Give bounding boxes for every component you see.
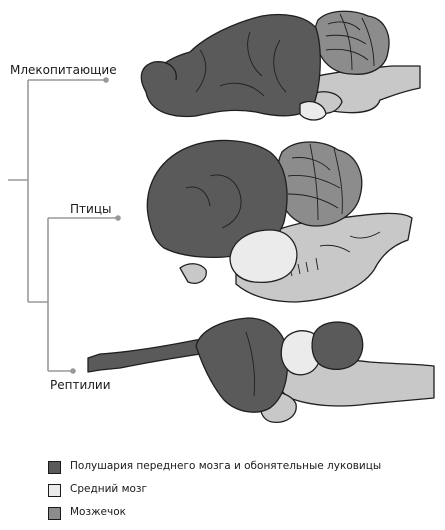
- cerebellum-swatch: [48, 507, 61, 520]
- birds-label: Птицы: [70, 202, 111, 216]
- reptile-brain: [87, 317, 435, 423]
- reptile-node: [70, 368, 76, 374]
- legend-label: Полушария переднего мозга и обонятельные…: [70, 460, 382, 472]
- midbrain-swatch: [48, 484, 61, 497]
- bird-forebrain: [146, 139, 288, 259]
- bird-cerebellum: [276, 141, 363, 227]
- reptile-forebrain: [195, 317, 289, 413]
- mammal-node: [103, 77, 109, 83]
- forebrain-swatch: [48, 461, 61, 474]
- phylogenetic-tree: [8, 79, 118, 372]
- bird-node: [115, 215, 121, 221]
- reptile-midbrain: [280, 330, 322, 376]
- reptiles-label: Рептилии: [50, 378, 111, 392]
- bird-pituitary: [179, 263, 207, 284]
- reptile-cerebellum: [311, 321, 364, 371]
- mammal-midbrain-stub: [299, 100, 327, 121]
- legend-label: Мозжечок: [70, 506, 126, 518]
- reptile-olfactory-tract: [87, 337, 215, 373]
- mammal-olfactory-bulb: [140, 61, 177, 93]
- mammal-brain: [140, 10, 421, 121]
- legend-label: Средний мозг: [70, 483, 148, 495]
- bird-optic-lobe: [229, 229, 298, 284]
- bird-brain: [146, 139, 413, 303]
- mammals-label: Млекопитающие: [10, 63, 117, 77]
- mammal-forebrain: [145, 13, 321, 118]
